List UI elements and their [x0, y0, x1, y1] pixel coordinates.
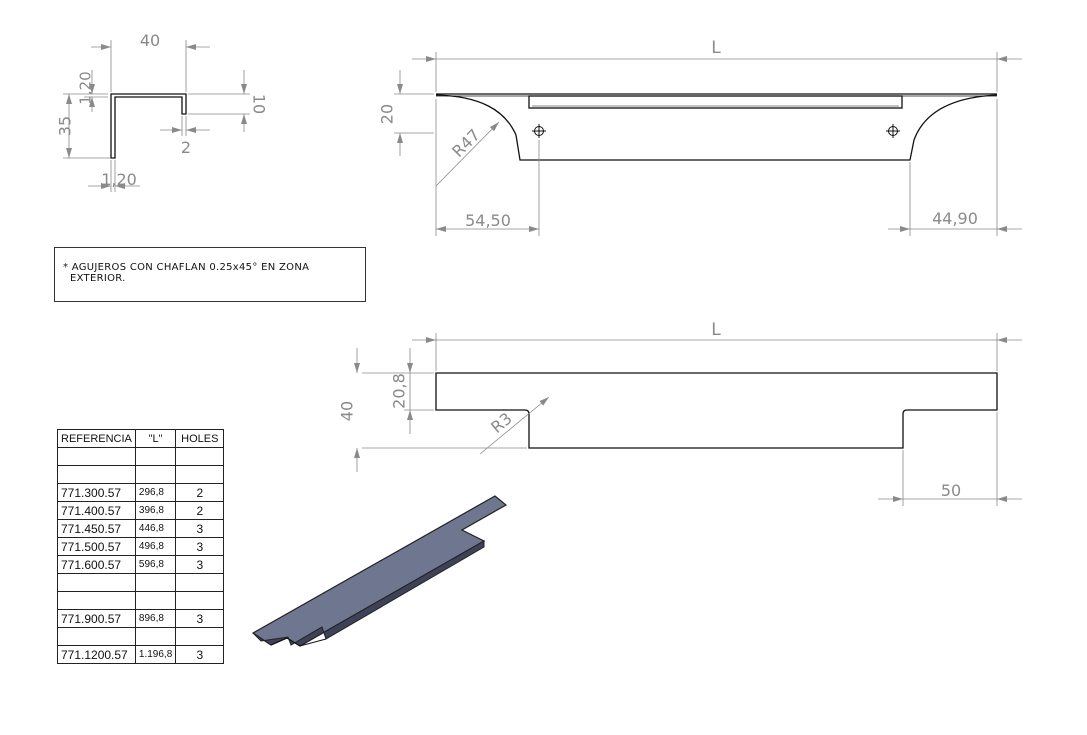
mounting-holes — [532, 124, 900, 138]
cell-length: 496,8 — [134, 537, 177, 556]
header-holes: HOLES — [175, 429, 225, 448]
cell-referencia: 771.1200.57 — [57, 645, 136, 664]
front-view: L 40 20,8 R3 50 — [338, 320, 1022, 506]
dim-section-lip-top: 1,20 — [77, 71, 95, 104]
dim-section-lip-bottom: 1,20 — [101, 170, 137, 189]
cell-referencia: 771.500.57 — [57, 537, 136, 556]
cell-referencia — [57, 447, 136, 466]
dim-section-flange-thickness: 2 — [181, 138, 191, 157]
cell-length — [134, 627, 177, 646]
cell-length — [134, 447, 177, 466]
dim-front-radius: R3 — [487, 409, 516, 437]
header-length: "L" — [134, 429, 177, 448]
cell-holes — [175, 591, 225, 610]
dim-section-flange: 10 — [250, 94, 269, 114]
cell-referencia: 771.600.57 — [57, 555, 136, 574]
table-row — [57, 627, 225, 646]
top-view-outline — [435, 93, 998, 161]
cell-referencia — [57, 573, 136, 592]
cell-length: 296,8 — [134, 483, 177, 502]
cell-length: 896,8 — [134, 609, 177, 628]
iso-edge — [270, 637, 327, 647]
cell-holes: 3 — [175, 645, 225, 664]
cell-length — [134, 591, 177, 610]
dim-top-right-hole: 44,90 — [932, 209, 978, 228]
dim-front-right-offset: 50 — [941, 481, 961, 500]
dim-section-height: 35 — [56, 116, 75, 136]
cell-length: 596,8 — [134, 555, 177, 574]
dim-section-width: 40 — [140, 31, 160, 50]
cell-length — [134, 465, 177, 484]
dim-front-length: L — [711, 320, 721, 340]
cell-holes — [175, 447, 225, 466]
table-row — [57, 573, 225, 592]
table-header-row: REFERENCIA "L" HOLES — [57, 429, 225, 448]
cell-holes — [175, 465, 225, 484]
dim-front-upper-height: 20,8 — [390, 373, 409, 409]
dim-front-total-height: 40 — [338, 401, 357, 421]
cell-holes: 3 — [175, 519, 225, 538]
top-view: L 20 R47 54,50 44,90 — [378, 38, 1022, 236]
top-view-dimension-lines — [394, 52, 1022, 236]
cell-holes: 2 — [175, 501, 225, 520]
section-dimension-lines — [63, 40, 250, 192]
front-view-outline — [435, 372, 998, 449]
cell-referencia — [57, 591, 136, 610]
cell-referencia — [57, 627, 136, 646]
cell-referencia: 771.900.57 — [57, 609, 136, 628]
cell-holes — [175, 573, 225, 592]
cell-referencia: 771.400.57 — [57, 501, 136, 520]
dim-top-height: 20 — [378, 104, 397, 124]
cell-referencia — [57, 465, 136, 484]
table-row — [57, 465, 225, 484]
section-profile — [110, 93, 187, 159]
header-referencia: REFERENCIA — [57, 429, 136, 448]
dim-top-length: L — [711, 38, 721, 58]
table-row — [57, 447, 225, 466]
dim-top-radius: R47 — [448, 125, 484, 161]
cell-holes: 3 — [175, 537, 225, 556]
cell-length — [134, 573, 177, 592]
cell-referencia: 771.300.57 — [57, 483, 136, 502]
iso-top-face — [251, 495, 508, 647]
note-text: * AGUJEROS CON CHAFLAN 0.25x45° EN ZONA … — [63, 262, 310, 284]
section-view: 40 35 1,20 10 2 1,20 — [56, 31, 269, 192]
cell-length: 446,8 — [134, 519, 177, 538]
cell-length: 1.196,8 — [134, 645, 177, 664]
table-row — [57, 591, 225, 610]
front-view-dimension-lines — [354, 333, 1022, 506]
cell-length: 396,8 — [134, 501, 177, 520]
cell-holes: 2 — [175, 483, 225, 502]
cell-holes: 3 — [175, 609, 225, 628]
dim-top-left-hole: 54,50 — [465, 211, 511, 230]
note-box: * AGUJEROS CON CHAFLAN 0.25x45° EN ZONA … — [54, 247, 366, 302]
cell-holes: 3 — [175, 555, 225, 574]
cell-holes — [175, 627, 225, 646]
cell-referencia: 771.450.57 — [57, 519, 136, 538]
isometric-view — [251, 495, 508, 647]
